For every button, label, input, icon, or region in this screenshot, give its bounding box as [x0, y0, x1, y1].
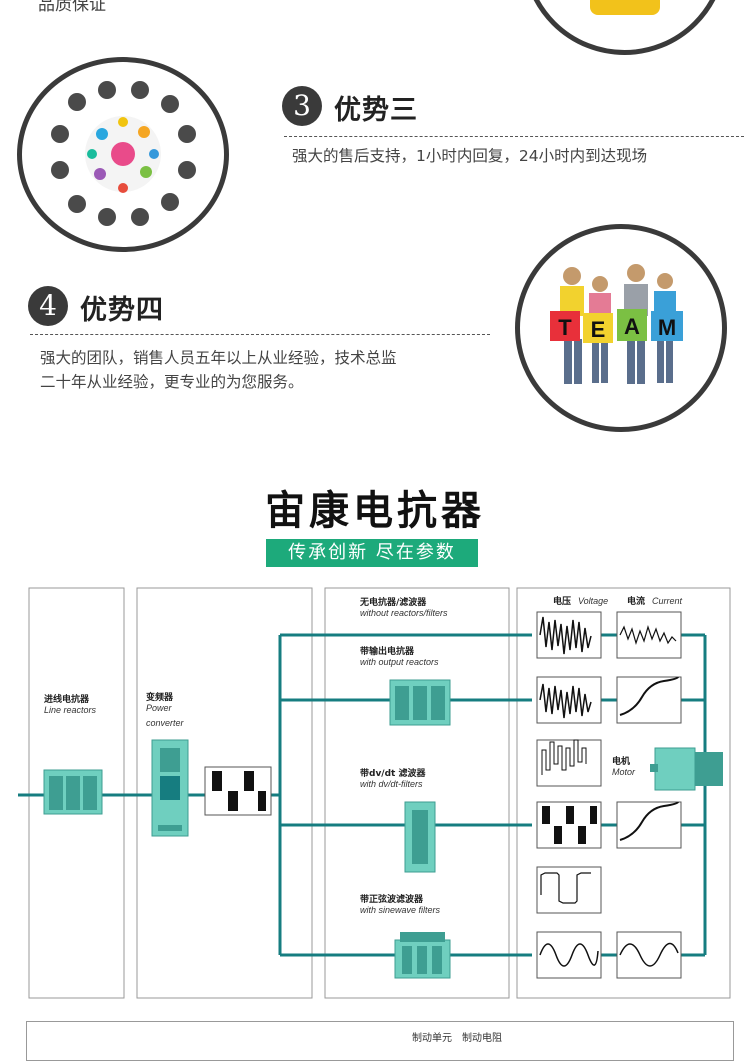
sinewave-filter-device: [394, 932, 451, 979]
team-image-circle: T E A M: [515, 224, 727, 432]
advantage-4-text-line-1: 强大的团队，销售人员五年以上从业经验，技术总监: [40, 349, 397, 367]
team-card-e: [583, 313, 613, 343]
team-letter: M: [658, 315, 676, 340]
branch-4-label-en: with sinewave filters: [360, 905, 441, 915]
panel-line-reactor: [28, 587, 125, 999]
bottom-panel: [26, 1021, 734, 1061]
advantage-4-text-line-2: 二十年从业经验，更专业的为您服务。: [40, 373, 304, 391]
branch-1-label-en: without reactors/filters: [360, 608, 448, 618]
brake-unit-label: 制动单元: [412, 1033, 452, 1044]
advantage-4-number: 4: [28, 286, 68, 326]
motor-label-cn: 电机: [612, 755, 630, 767]
community-image-circle: [17, 57, 229, 252]
line-reactor-label-en: Line reactors: [44, 705, 97, 715]
advantage-3-number: 3: [282, 86, 322, 126]
team-letter: A: [624, 314, 640, 339]
team-card-m: [651, 311, 683, 341]
converter-label-en-1: Power: [146, 703, 173, 713]
current-label-cn: 电流: [627, 595, 645, 607]
brake-resistor-label: 制动电阻: [462, 1033, 502, 1044]
reactor-application-diagram: 进线电抗器 Line reactors 变频器 Power converter …: [18, 587, 731, 999]
team-people-illustration: T E A M: [550, 264, 683, 384]
advantage-3-text: 强大的售后支持，1小时内回复，24小时内到达现场: [292, 147, 648, 165]
meter-device-illustration: [590, 0, 660, 15]
community-icons-illustration: [51, 81, 196, 226]
power-converter-device: [151, 739, 189, 837]
voltage-waveforms: [536, 611, 602, 979]
line-reactor-device: [43, 769, 103, 815]
line-reactor-label-cn: 进线电抗器: [44, 693, 90, 705]
current-label-en: Current: [652, 596, 683, 606]
team-card-a: [617, 309, 647, 341]
slogan-banner: 传承创新 尽在参数: [266, 539, 478, 567]
partial-top-text: 品质保证: [38, 0, 106, 15]
branch-3-label-en: with dv/dt-filters: [360, 779, 423, 789]
current-waveforms: [616, 611, 682, 979]
branch-1-label-cn: 无电抗器/滤波器: [359, 596, 427, 608]
voltage-label-cn: 电压: [553, 595, 571, 607]
pwm-output-waveform: [204, 766, 272, 816]
dvdt-filter-device: [404, 801, 436, 873]
panel-waveforms: [516, 587, 731, 999]
advantage-3-divider: [284, 136, 744, 137]
panel-filters: [324, 587, 510, 999]
advantage-4-title: 优势四: [80, 295, 164, 326]
team-letter: E: [591, 317, 606, 342]
branch-2-label-cn: 带输出电抗器: [360, 645, 415, 657]
branch-2-label-en: with output reactors: [360, 657, 439, 667]
panel-converter: [136, 587, 313, 999]
product-title: 宙康电抗器: [265, 488, 485, 534]
converter-label-en-2: converter: [146, 718, 185, 728]
voltage-label-en: Voltage: [578, 596, 608, 606]
device-image-circle: [522, 0, 727, 55]
branch-4-label-cn: 带正弦波滤波器: [360, 893, 424, 905]
motor-label-en: Motor: [612, 767, 636, 777]
converter-label-cn: 变频器: [146, 691, 174, 703]
team-card-t: [550, 311, 580, 341]
motor-device: [650, 747, 723, 791]
team-letter: T: [558, 315, 572, 340]
branch-3-label-cn: 带dv/dt 滤波器: [360, 767, 426, 779]
advantage-4-divider: [30, 334, 490, 335]
output-reactor-device: [389, 679, 451, 726]
advantage-3-title: 优势三: [334, 95, 418, 126]
